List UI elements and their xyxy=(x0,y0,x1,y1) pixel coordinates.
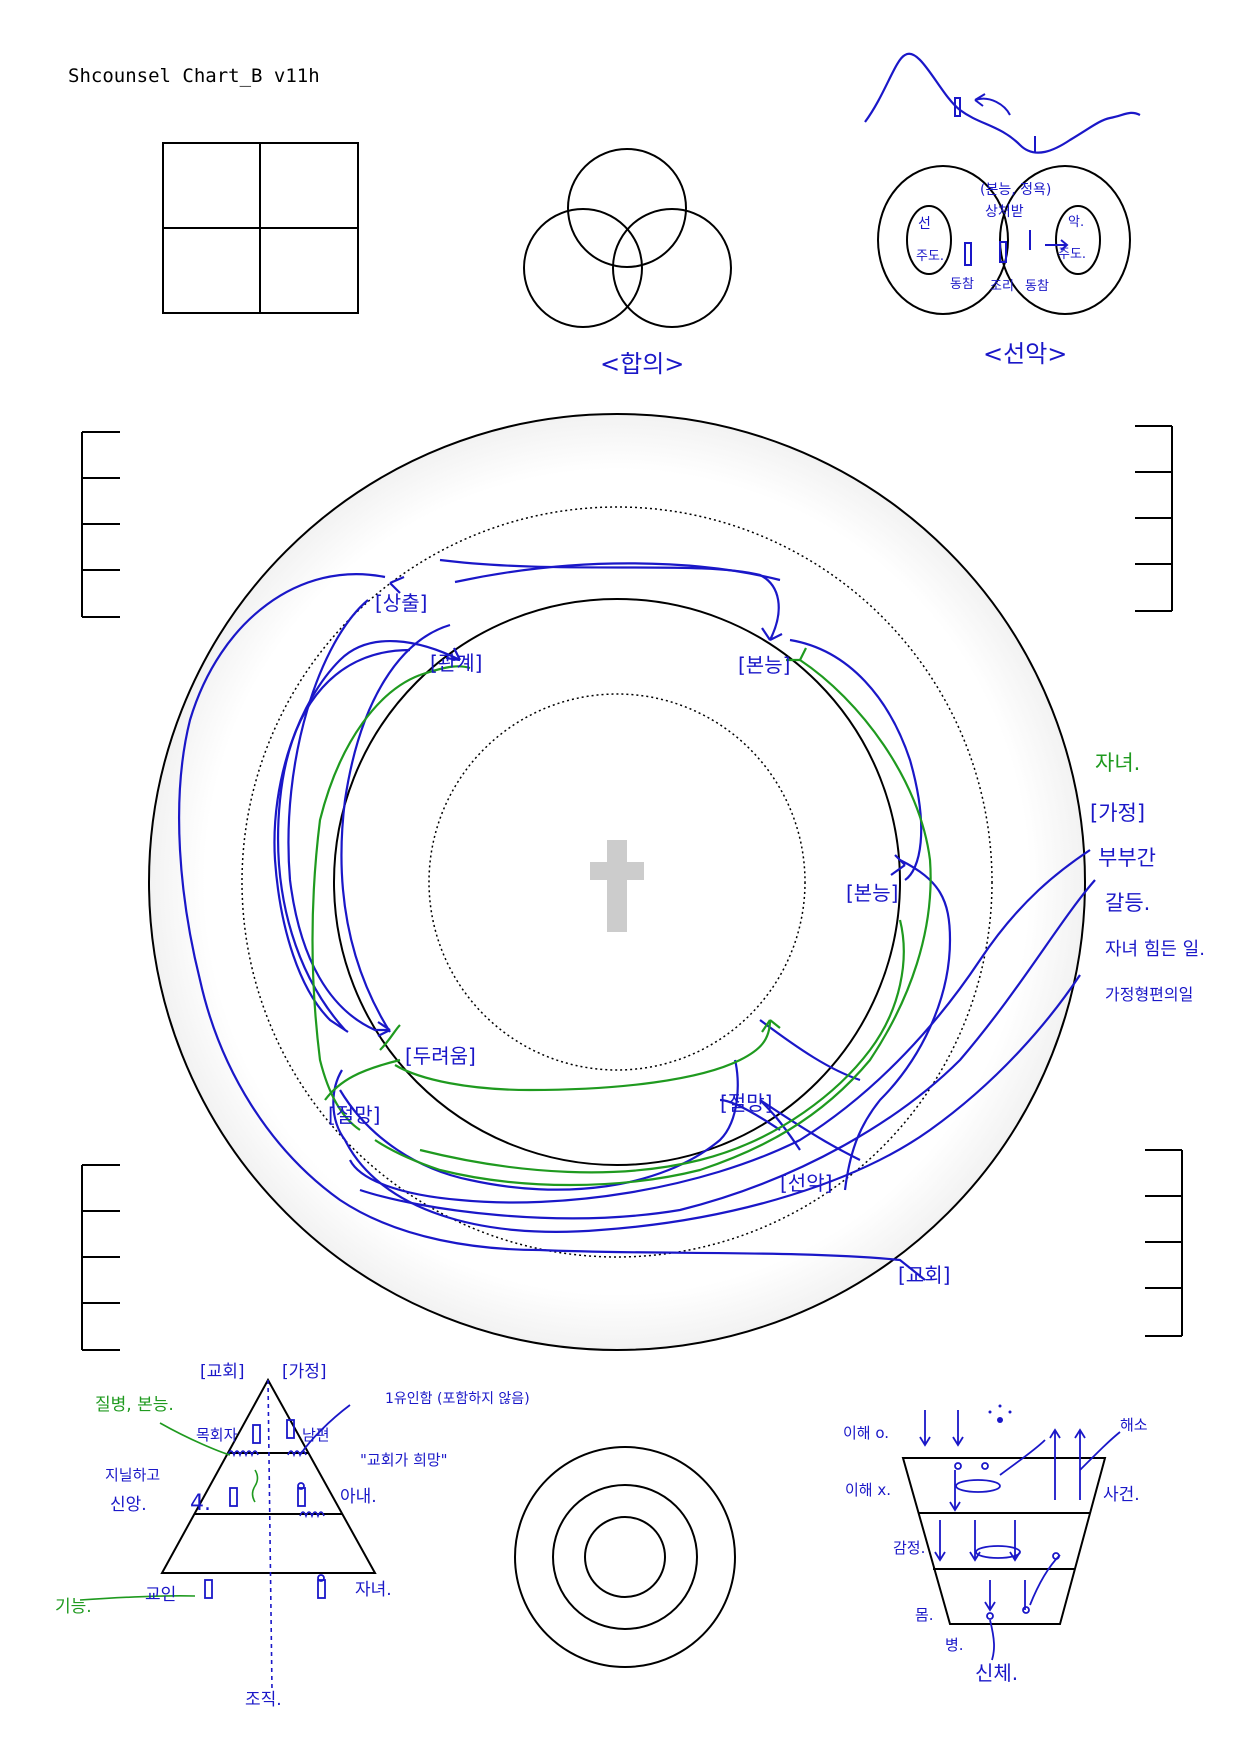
pyramid-row3-left: 교인 xyxy=(145,1585,176,1605)
note-janyeo-himdeun: 자녀 힘든 일. xyxy=(1105,939,1205,960)
pyramid-bottom: 조직. xyxy=(245,1690,282,1710)
pyramid-center-dashed xyxy=(267,1379,273,1691)
pair-note-mid: 상처받 xyxy=(985,204,1024,220)
pyramid-number: 4. xyxy=(190,1491,211,1516)
label-jeolmang-left: [절망] xyxy=(328,1103,380,1127)
pair-inner-arrows xyxy=(964,230,1069,266)
pyramid-row3-right: 자녀. xyxy=(355,1580,392,1600)
pair-note-bottom-mid: 조리 xyxy=(990,279,1014,294)
pyramid-note: 1유인함 (포함하지 않음) xyxy=(385,1391,530,1407)
pair-wave-line xyxy=(864,52,1141,154)
chart-title: Shcounsel Chart_B v11h xyxy=(68,65,320,87)
funnel-bottom: 신체. xyxy=(975,1661,1018,1685)
pair-circles xyxy=(877,165,1131,315)
funnel xyxy=(901,1457,1107,1625)
pair-note-top: (본능, 정욕) xyxy=(980,182,1051,198)
pyramid-left-mid: 지닐하고 xyxy=(105,1466,160,1484)
pair-note-bottom-left: 동참 xyxy=(950,277,974,292)
note-bubugan: 부부간 xyxy=(1098,846,1156,870)
pyramid-green-top: 질병, 본능. xyxy=(95,1395,174,1415)
funnel-flow xyxy=(919,1410,1121,1661)
tick-bar-bottom-right xyxy=(1145,1149,1183,1337)
pyramid-marks xyxy=(204,1404,351,1599)
pyramid-left-mid2: 신앙. xyxy=(110,1495,147,1515)
label-jeolmang: [절망] xyxy=(720,1091,772,1115)
pyramid-row1-right: 남편 xyxy=(302,1426,330,1444)
pair-note-left-out: 주도. xyxy=(916,249,944,264)
note-gajeong: [가정] xyxy=(1090,801,1145,825)
pyramid-green-bottom: 기능. xyxy=(55,1597,92,1617)
pyramid-quote: "교회가 희망" xyxy=(360,1451,448,1469)
venn-label: <합의> xyxy=(600,350,684,378)
label-bonneung-right: [본능] xyxy=(846,881,898,905)
pyramid-top-left: [교회] xyxy=(200,1362,245,1382)
funnel-left-2: 이해 x. xyxy=(845,1481,891,1499)
note-janyeo: 자녀. xyxy=(1095,751,1140,775)
label-seonak: [선악] xyxy=(780,1171,832,1195)
note-gajeong-hyeongpyeon: 가정형편의일 xyxy=(1105,985,1193,1004)
concentric-circles xyxy=(514,1446,736,1668)
label-dureoum: [두려움] xyxy=(405,1044,476,1068)
pair-note-left-in: 선 xyxy=(918,216,931,232)
cross-icon xyxy=(590,840,644,932)
funnel-right-1: 사건. xyxy=(1103,1485,1140,1505)
label-gyohoe: [교회] xyxy=(898,1263,950,1287)
quadrant-grid xyxy=(162,142,359,314)
pair-note-bottom-right: 동참 xyxy=(1025,279,1049,294)
pair-label: <선악> xyxy=(983,340,1067,368)
pair-note-right-out: 주도. xyxy=(1058,247,1086,262)
blue-flow-curves xyxy=(178,558,1096,1281)
note-galdeung: 갈등. xyxy=(1105,891,1150,915)
pair-note-right-in: 악. xyxy=(1068,215,1084,230)
label-sangchul: [상출] xyxy=(375,591,427,615)
label-gwanggye: [관계] xyxy=(430,651,482,675)
green-flow-curves xyxy=(311,647,932,1187)
funnel-sun-icon xyxy=(988,1404,1012,1423)
funnel-right-top: 해소 xyxy=(1120,1416,1148,1434)
funnel-left-5: 병. xyxy=(945,1636,964,1654)
tick-bar-top-left xyxy=(81,431,120,618)
pyramid-row1-left: 목회자 xyxy=(196,1426,238,1444)
tick-bar-bottom-left xyxy=(81,1164,120,1351)
pyramid-row2-right: 아내. xyxy=(340,1487,377,1507)
pair-wave-arrow xyxy=(974,93,1011,116)
label-bonneung-top: [본능] xyxy=(738,653,790,677)
funnel-left-4: 몸. xyxy=(915,1606,934,1624)
funnel-left-3: 감정. xyxy=(893,1539,925,1557)
pair-wave-marks xyxy=(954,97,1036,152)
tick-bar-top-right xyxy=(1135,425,1173,612)
pyramid-top-right: [가정] xyxy=(282,1362,327,1382)
funnel-left-1: 이해 o. xyxy=(843,1424,889,1442)
venn-diagram xyxy=(523,148,732,328)
